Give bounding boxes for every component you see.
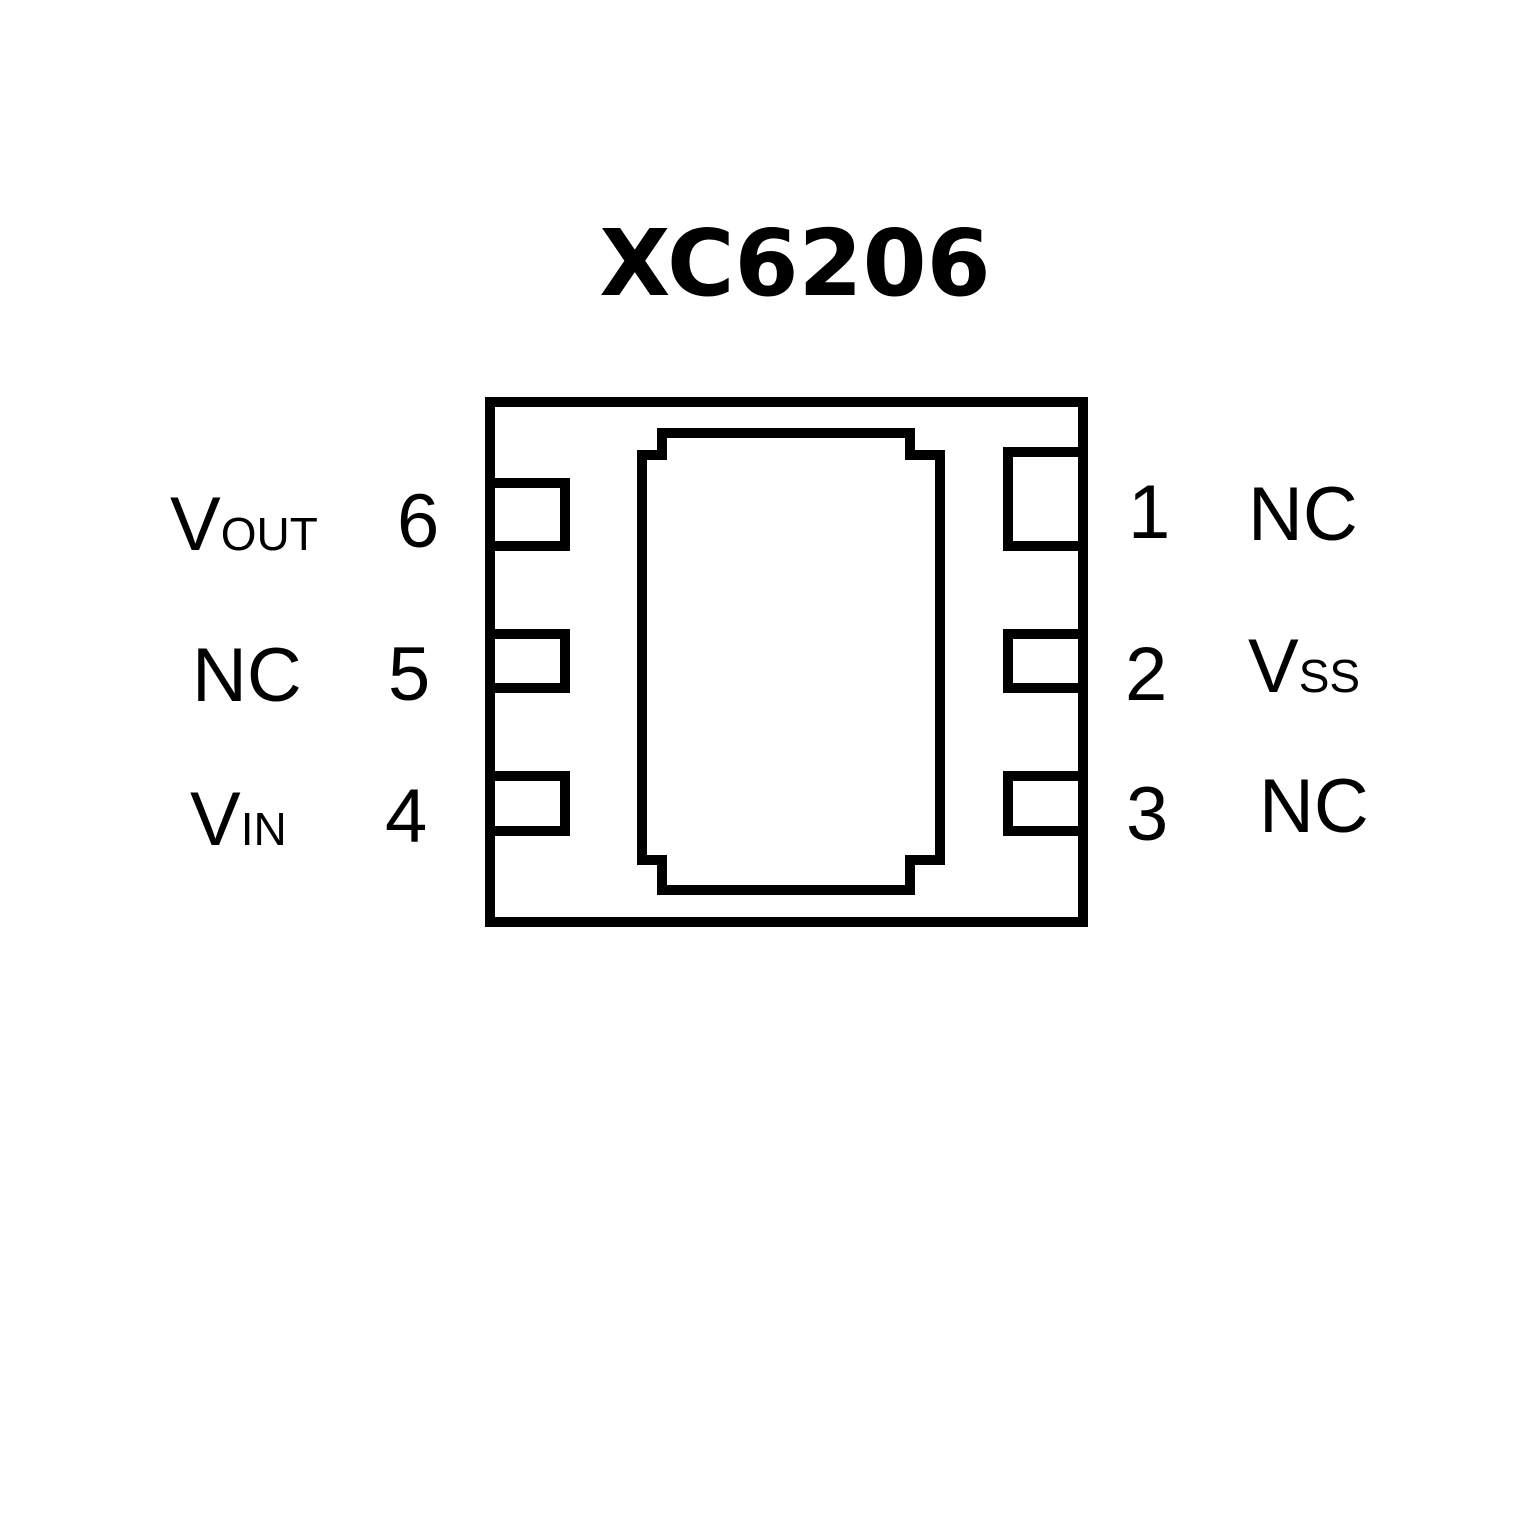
pin-3-name: NC [1259,764,1369,849]
pin-3-pad [1003,771,1088,836]
pin-5-pad [485,629,570,693]
pin-4-number: 4 [385,774,427,859]
pin-6-name: VOUT [170,482,318,567]
package-outline [485,397,1088,927]
pin-5-name: NC [192,633,302,718]
pin-1-pad [1003,447,1088,551]
pin-4-pad [485,771,570,836]
pin-2-name: VSS [1248,624,1360,709]
pin-3-number: 3 [1126,772,1168,857]
pin-6-number: 6 [397,479,439,564]
thermal-pad [637,428,945,895]
chip-title: XC6206 [599,210,990,317]
pin-2-pad [1003,629,1088,693]
pin-1-name: NC [1248,472,1358,557]
pin-2-number: 2 [1125,632,1167,717]
pin-5-number: 5 [388,632,430,717]
pin-1-number: 1 [1128,470,1170,555]
pin-6-pad [485,478,570,551]
pin-4-name: VIN [190,777,287,862]
